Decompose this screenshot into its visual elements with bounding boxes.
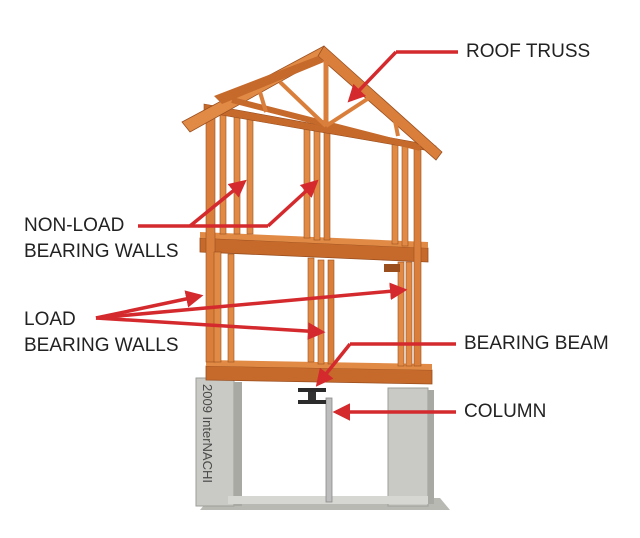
roof-truss-label: ROOF TRUSS <box>466 41 591 62</box>
load-wall-arrow-right <box>95 282 408 320</box>
non-load-bearing-walls-label-line2: BEARING WALLS <box>24 241 179 262</box>
steel-column <box>325 397 333 503</box>
non-load-bearing-walls-label-line1: NON-LOAD <box>24 215 125 236</box>
foundation <box>195 377 450 510</box>
load-bearing-walls-label-line2: BEARING WALLS <box>24 335 179 356</box>
non-load-wall-arrow-right <box>266 179 319 228</box>
roof-truss <box>181 45 443 161</box>
bearing-beam-label: BEARING BEAM <box>464 333 609 354</box>
right-concrete-pier <box>387 387 429 507</box>
roof-truss-arrow <box>347 50 398 103</box>
column-label: COLUMN <box>464 401 547 422</box>
non-load-wall-arrow-left <box>188 179 247 228</box>
load-bearing-walls-label-line1: LOAD <box>24 309 76 330</box>
load-wall-arrow-center <box>95 316 326 340</box>
callout-arrows <box>95 50 458 421</box>
load-wall-arrow-left <box>95 290 204 320</box>
bearing-beam-arrow <box>315 342 352 387</box>
steel-bearing-beam <box>298 388 326 404</box>
watermark-text: 2009 InterNACHI <box>200 384 215 483</box>
right-wall-studs <box>391 139 422 367</box>
